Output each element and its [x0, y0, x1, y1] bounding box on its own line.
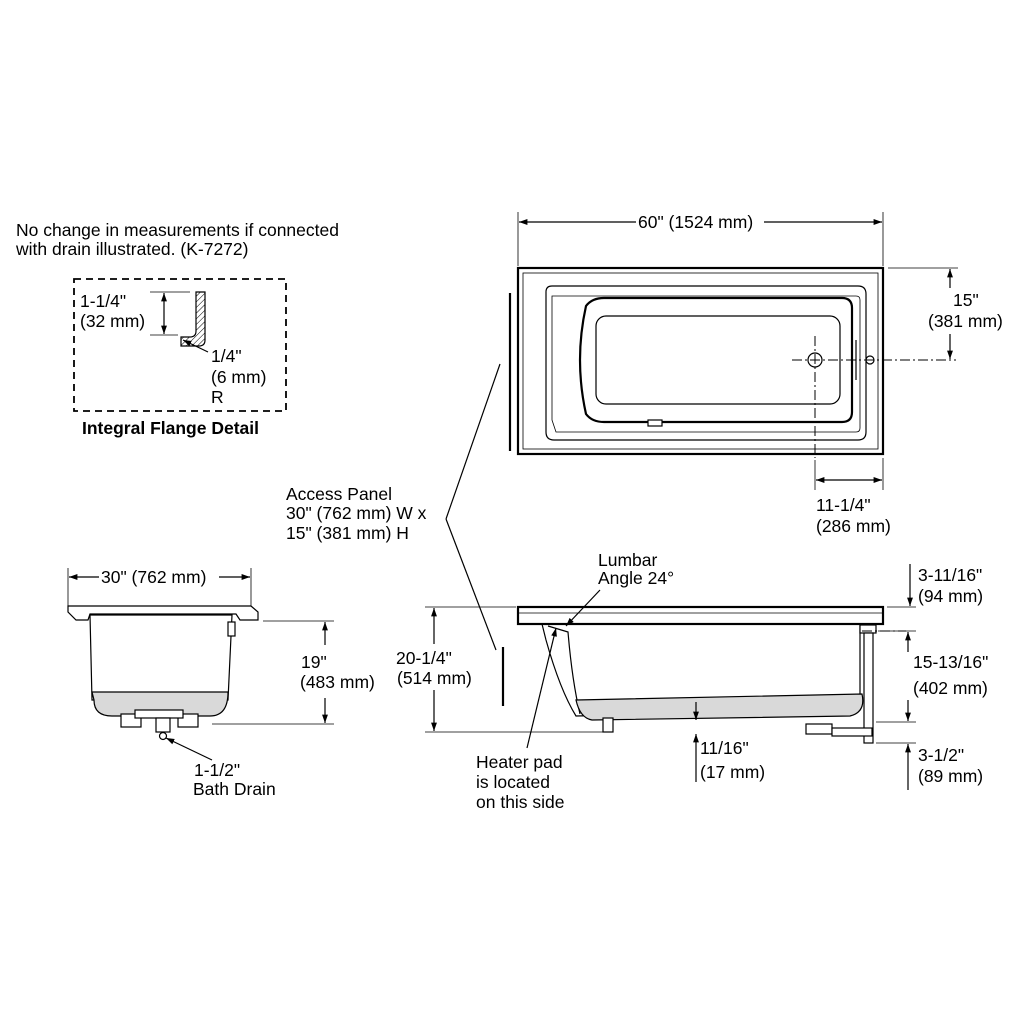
- side-drain-in: 3-1/2": [918, 745, 964, 765]
- plan-drain-offset-in: 11-1/4": [816, 495, 871, 515]
- plan-basin: [578, 296, 854, 424]
- flange-height-in: 1-1/4": [80, 291, 126, 311]
- access-panel-line-2: 30" (762 mm) W x: [286, 503, 427, 523]
- access-panel-line-3: 15" (381 mm) H: [286, 523, 409, 543]
- plan-overflow: [647, 419, 663, 427]
- end-drain-label-2: Bath Drain: [193, 779, 276, 799]
- end-rim: [67, 605, 259, 621]
- plan-drain-center-mm: (381 mm): [928, 311, 1003, 331]
- end-drain-label-1: 1-1/2": [194, 760, 240, 780]
- side-rim-in: 3-11/16": [918, 565, 982, 585]
- end-drain: [155, 717, 171, 733]
- side-total-in: 20-1/4": [396, 648, 452, 668]
- side-rim: [516, 605, 885, 626]
- flange-detail-frame: [73, 278, 287, 412]
- flange-radius-mm: (6 mm): [211, 367, 266, 387]
- flange-profile: [180, 291, 206, 347]
- heater-label-3: on this side: [476, 792, 565, 812]
- heater-label-2: is located: [476, 772, 550, 792]
- side-base-in: 11/16": [700, 738, 749, 758]
- side-view: Lumbar Angle 24° 20-1/4" (514 mm) Heater…: [396, 550, 988, 812]
- end-view: 30" (762 mm) 19" (483 mm) 1-1/2" Bath Dr…: [67, 567, 375, 799]
- flange-height-mm: (32 mm): [80, 311, 145, 331]
- plan-basin-floor: [595, 315, 841, 405]
- access-panel-leader-top: [445, 363, 501, 520]
- plan-rim: [516, 266, 885, 456]
- flange-radius-leader: [182, 339, 209, 353]
- side-base: [575, 693, 864, 721]
- end-width-label: 30" (762 mm): [101, 567, 206, 587]
- side-total-mm: (514 mm): [397, 668, 472, 688]
- flange-detail: 1-1/4" (32 mm) 1/4" (6 mm) R: [73, 278, 287, 412]
- side-overflow-pipe: [863, 632, 874, 744]
- access-panel-leader-bottom: [445, 518, 497, 651]
- side-drain-mm: (89 mm): [918, 766, 983, 786]
- plan-length-label: 60" (1524 mm): [638, 212, 753, 232]
- end-height-mm: (483 mm): [300, 672, 375, 692]
- side-depth-in: 15-13/16": [913, 652, 988, 672]
- lumbar-label-2: Angle 24°: [598, 568, 674, 588]
- end-height-in: 19": [301, 652, 327, 672]
- end-body: [89, 614, 233, 701]
- access-panel-callout: Access Panel 30" (762 mm) W x 15" (381 m…: [286, 363, 501, 651]
- note-line-1: No change in measurements if connected: [16, 220, 339, 240]
- flange-radius-label: R: [211, 387, 224, 407]
- plan-drain-offset-mm: (286 mm): [816, 516, 891, 536]
- side-base-mm: (17 mm): [700, 762, 765, 782]
- heater-label-1: Heater pad: [476, 752, 563, 772]
- plan-view: 60" (1524 mm) 15" (381 mm) 11-1/4" (286 …: [508, 212, 1003, 536]
- lumbar-label-1: Lumbar: [598, 550, 658, 570]
- side-rim-mm: (94 mm): [918, 586, 983, 606]
- flange-radius-in: 1/4": [211, 346, 242, 366]
- plan-deck: [545, 285, 867, 441]
- flange-detail-title: Integral Flange Detail: [82, 418, 259, 438]
- side-depth-mm: (402 mm): [913, 678, 988, 698]
- access-panel-line-1: Access Panel: [286, 484, 392, 504]
- plan-drain-center-in: 15": [953, 290, 979, 310]
- note-line-2: with drain illustrated. (K-7272): [15, 239, 248, 259]
